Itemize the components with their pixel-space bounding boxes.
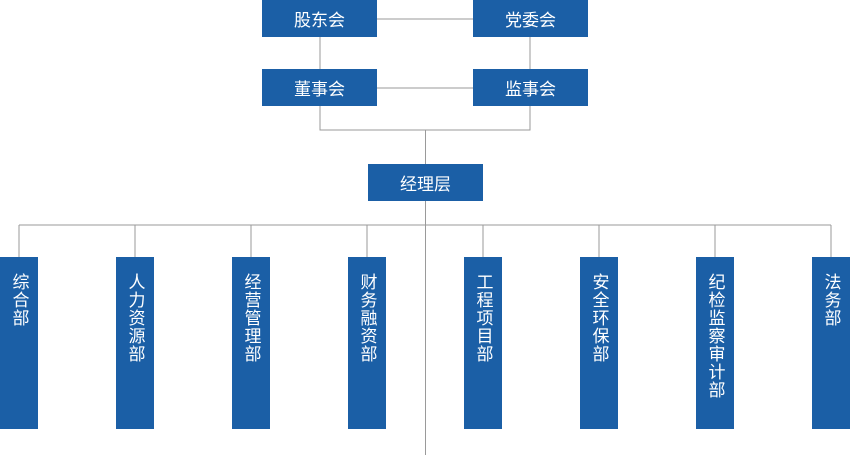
department-box-operations: 经营管理部 (232, 257, 270, 429)
department-box-safety: 安全环保部 (580, 257, 618, 429)
department-label-legal: 法务部 (820, 273, 841, 327)
department-label-audit: 纪检监察审计部 (704, 273, 725, 399)
department-box-audit: 纪检监察审计部 (696, 257, 734, 429)
department-label-finance: 财务融资部 (356, 273, 377, 363)
management-label: 经理层 (400, 175, 451, 195)
department-label-general: 综合部 (8, 273, 29, 327)
board-of-supervisors-box: 监事会 (473, 69, 588, 106)
department-box-finance: 财务融资部 (348, 257, 386, 429)
department-label-safety: 安全环保部 (588, 273, 609, 363)
department-box-legal: 法务部 (812, 257, 850, 429)
party-committee-label: 党委会 (505, 11, 556, 31)
board-of-directors-label: 董事会 (294, 80, 345, 100)
party-committee-box: 党委会 (473, 0, 588, 37)
department-box-general: 综合部 (0, 257, 38, 429)
department-label-hr: 人力资源部 (124, 273, 145, 363)
shareholders-meeting-box: 股东会 (262, 0, 377, 37)
department-label-operations: 经营管理部 (240, 273, 261, 363)
department-box-engineering: 工程项目部 (464, 257, 502, 429)
board-of-supervisors-label: 监事会 (505, 80, 556, 100)
department-box-hr: 人力资源部 (116, 257, 154, 429)
management-box: 经理层 (368, 164, 483, 201)
shareholders-meeting-label: 股东会 (294, 11, 345, 31)
department-label-engineering: 工程项目部 (472, 273, 493, 363)
board-of-directors-box: 董事会 (262, 69, 377, 106)
